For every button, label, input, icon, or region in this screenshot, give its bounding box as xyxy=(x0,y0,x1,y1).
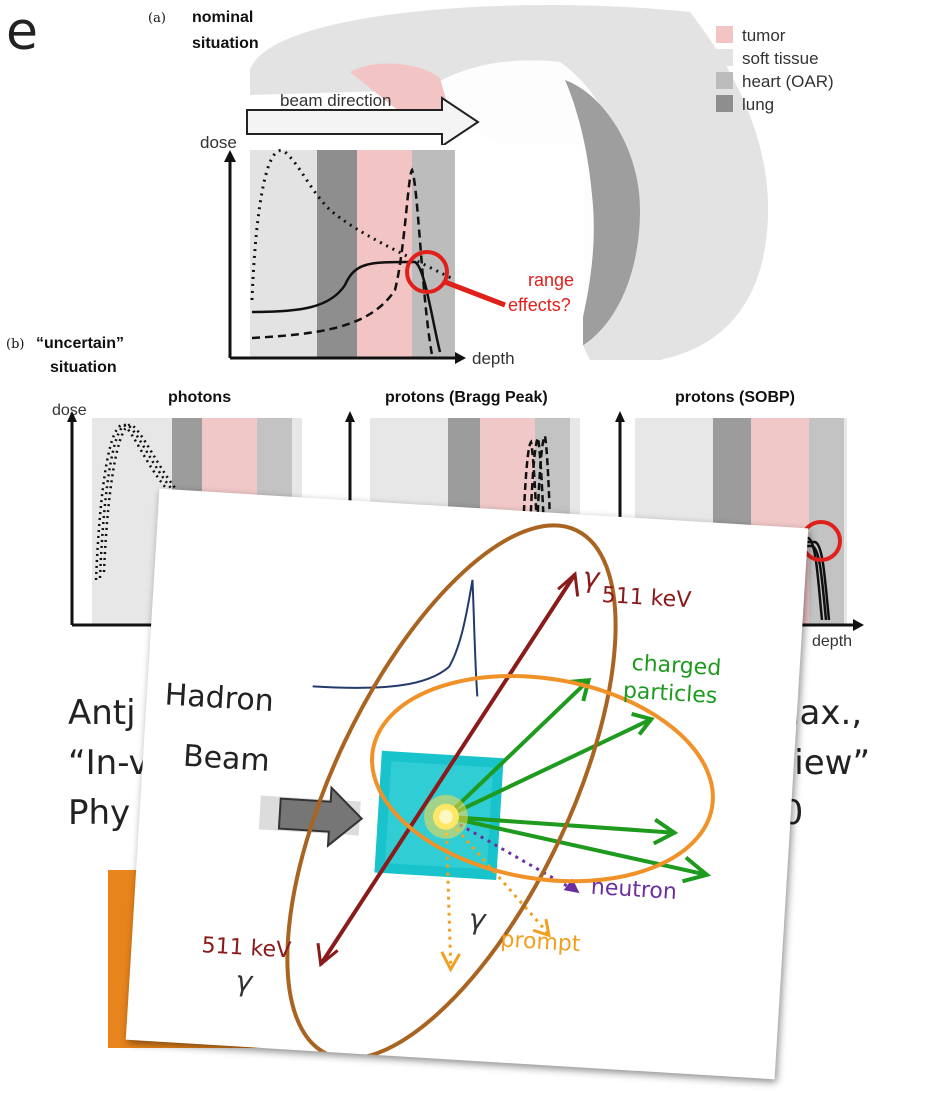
gamma-bottom-energy: 511 keV xyxy=(201,933,292,963)
panel-b-y-axis-label: dose xyxy=(52,402,87,419)
legend-label-tumor: tumor xyxy=(742,26,786,45)
panel-b-label-line1: “uncertain” xyxy=(36,335,124,352)
prompt-label: prompt xyxy=(500,927,582,957)
gamma-top-symbol: γ xyxy=(582,561,602,595)
range-effects-line1: range xyxy=(528,270,574,290)
legend-label-heart: heart (OAR) xyxy=(742,72,834,91)
dose-plot-a xyxy=(224,145,583,364)
panel-b-x-axis-label: depth xyxy=(812,633,852,650)
panel-b-label-line2: situation xyxy=(50,359,117,376)
legend-swatch-lung xyxy=(716,95,733,112)
panel-a-label-line2: situation xyxy=(192,35,259,52)
panel-a-y-axis-label: dose xyxy=(200,133,237,152)
neutron-label: neutron xyxy=(590,875,677,905)
subplot-title-sobp: protons (SOBP) xyxy=(675,389,795,406)
panel-a-x-axis-label: depth xyxy=(472,349,515,368)
subplot-title-photons: photons xyxy=(168,389,231,406)
range-effects-line2: effects? xyxy=(508,295,571,315)
gamma-bottom-symbol: γ xyxy=(235,964,255,998)
panel-a-label-line1: nominal xyxy=(192,9,253,26)
subplot-title-bragg: protons (Bragg Peak) xyxy=(385,389,548,406)
legend-swatch-tumor xyxy=(716,26,733,43)
panel-a-tag: (a) xyxy=(148,11,166,26)
beam-label: Beam xyxy=(182,739,271,779)
legend-swatch-heart xyxy=(716,72,733,89)
prompt-gamma-symbol: γ xyxy=(468,902,488,936)
panel-b-tag: (b) xyxy=(6,337,24,352)
beam-direction-label: beam direction xyxy=(280,91,392,110)
hadron-beam-card: Hadron Beam γ 511 keV 511 keV γ charged … xyxy=(126,489,808,1080)
charged-label-line1: charged xyxy=(631,651,722,681)
citation-line2-left: “In-v xyxy=(68,743,149,783)
legend-swatch-soft-tissue xyxy=(716,49,733,66)
legend-label-lung: lung xyxy=(742,95,774,114)
hadron-beam-schematic: Hadron Beam γ 511 keV 511 keV γ charged … xyxy=(126,489,808,1080)
citation-line3-left: Phy xyxy=(68,793,130,833)
hadron-label: Hadron xyxy=(164,677,275,719)
legend-label-soft-tissue: soft tissue xyxy=(742,49,819,68)
